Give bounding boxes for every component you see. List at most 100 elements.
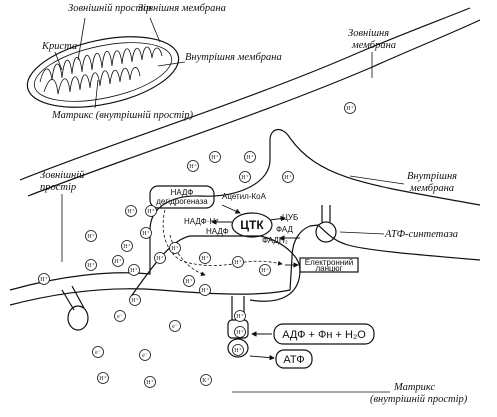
leader-inner-membrane-inset — [157, 61, 186, 67]
outer-membrane-line-1 — [19, 7, 471, 181]
label-intermembrane-2: простір — [40, 182, 76, 193]
label-matrix-inset: Матрикс (внутрішній простір) — [51, 110, 193, 121]
ion-label: H⁺ — [236, 329, 244, 336]
ion-label: H⁺ — [127, 208, 135, 215]
ion-label: H⁺ — [130, 267, 138, 274]
label-outer-membrane: Зовнішня мембрана — [138, 3, 226, 14]
ion-circle — [114, 310, 126, 322]
leader-crista — [54, 51, 63, 71]
ion-circle — [121, 240, 133, 252]
arrow-atp — [249, 354, 275, 361]
ion-label: H⁺ — [123, 243, 131, 250]
ion-circle — [282, 171, 294, 183]
ion-label: H⁺ — [171, 245, 179, 252]
label-outer-membrane-big-1: Зовнішня — [348, 28, 389, 39]
label-inner-membrane-big-2: мембрана — [409, 183, 454, 194]
ion-label: H⁺ — [346, 105, 354, 112]
label-matrix-big-2: (внутрішній простір) — [370, 394, 468, 405]
ion-label: H⁺ — [147, 208, 155, 215]
lower-fold — [129, 235, 301, 302]
inner-membrane-inner — [9, 224, 481, 306]
ion-label: H⁺ — [40, 276, 48, 283]
ion-label: H⁺ — [234, 259, 242, 266]
ion-label: H⁺ — [241, 174, 249, 181]
ion-circle — [344, 102, 356, 114]
label-inner-membrane-inset: Внутрішня мембрана — [185, 52, 282, 63]
adp-reaction-box: АДФ + Фн + Н₂О — [273, 323, 375, 345]
nadph-dehydrogenase-box: НАДФ дегідрогеназа — [149, 185, 215, 209]
label-inner-membrane-big-1: Внутрішня — [407, 171, 457, 182]
label-crista: Криста — [41, 41, 77, 52]
ion-label: e⁻ — [117, 314, 123, 320]
ion-label: H⁺ — [201, 255, 209, 262]
svg-text:НАДФ: НАДФ — [171, 188, 194, 197]
ion-circle — [183, 275, 195, 287]
nadph-h-label: НАДФ·Н⁺ — [184, 217, 219, 226]
ion-label: H⁺ — [87, 233, 95, 240]
ion-circle — [140, 227, 152, 239]
tca-label: ЦТК — [240, 218, 264, 232]
ion-circle — [209, 151, 221, 163]
ion-label: e⁻ — [95, 350, 101, 356]
ion-label: e⁻ — [142, 353, 148, 359]
ion-circle — [129, 294, 141, 306]
electron-flow — [162, 209, 283, 266]
ion-label: H⁺ — [114, 258, 122, 265]
nadp-label: НАДФ — [206, 227, 229, 236]
ion-circle — [144, 376, 156, 388]
label-outer-space: Зовнішній простір — [68, 3, 151, 14]
svg-text:ланцюг: ланцюг — [315, 264, 342, 273]
leader-atp-synthase — [339, 231, 385, 235]
ion-circle — [244, 151, 256, 163]
inset-outer-membrane — [26, 36, 180, 108]
ion-label: H⁺ — [185, 278, 193, 285]
inner-membrane-outer — [9, 129, 481, 291]
ion-circle — [232, 344, 244, 356]
ion-label: H⁺ — [234, 347, 242, 354]
ion-label: H⁺ — [211, 154, 219, 161]
ion-circle — [38, 273, 50, 285]
ion-circle — [239, 171, 251, 183]
leader-matrix-inset — [94, 79, 99, 109]
fad-label: ЦУБ — [282, 213, 298, 222]
arrow-acetyl — [221, 204, 241, 214]
atp-box: АТФ — [275, 349, 313, 369]
svg-text:дегідрогеназа: дегідрогеназа — [156, 197, 208, 206]
ion-circle — [199, 252, 211, 264]
ion-label: e⁻ — [172, 324, 178, 330]
inset-cristae — [39, 46, 163, 83]
fadh2-label: ФАДН₂ — [262, 236, 288, 245]
ion-circle — [200, 374, 212, 386]
label-outer-membrane-big-2: мембрана — [351, 40, 396, 51]
atp-synthase-left — [61, 285, 89, 331]
atp-text: АТФ — [283, 354, 304, 366]
ion-circle — [112, 255, 124, 267]
fad-label-2: ФАД — [276, 225, 294, 234]
svg-text:Електронний: Електронний — [305, 258, 353, 267]
ion-label: H⁺ — [284, 174, 292, 181]
leader-outer-space — [77, 17, 86, 61]
ion-circle — [169, 242, 181, 254]
ion-label: H⁺ — [246, 154, 254, 161]
ion-label: H⁺ — [142, 230, 150, 237]
ion-circle — [145, 205, 157, 217]
inset-inner-membrane — [33, 42, 173, 102]
ion-label: H⁺ — [131, 297, 139, 304]
inset-cristae-lower — [43, 67, 141, 95]
ion-circle — [85, 259, 97, 271]
electron-chain-box: Електронний ланцюг — [299, 257, 359, 273]
acetyl-coa-label: Ацетил-КоА — [222, 192, 267, 201]
ion-label: H⁺ — [99, 375, 107, 382]
leader-outer-membrane-inset — [149, 17, 161, 43]
ion-circle — [187, 160, 199, 172]
ion-label: K⁺ — [202, 377, 210, 384]
ion-circle — [234, 310, 246, 322]
ion-label: H⁺ — [236, 313, 244, 320]
ion-circle — [97, 372, 109, 384]
label-atp-synthase: АТФ-синтетаза — [384, 229, 458, 240]
ion-label: H⁺ — [146, 379, 154, 386]
ion-circle — [128, 264, 140, 276]
ion-label: H⁺ — [189, 163, 197, 170]
